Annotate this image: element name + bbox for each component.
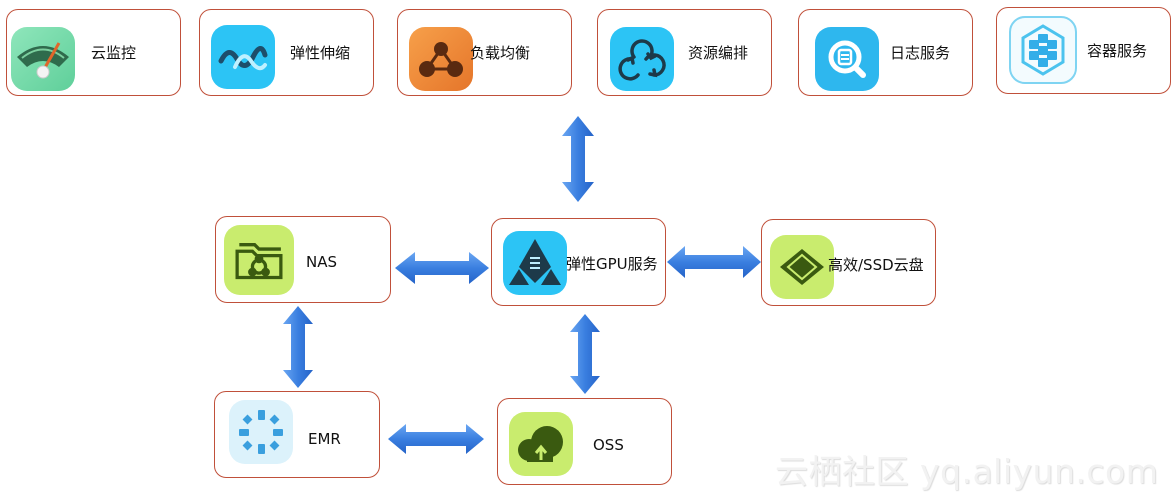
folder-share-icon [224,225,294,295]
arrow-gpu-to-oss [568,312,602,396]
node-nas[interactable]: NAS [215,216,391,303]
arrow-gpu-to-ssd [665,243,763,281]
node-load-balancer[interactable]: 负载均衡 [397,9,572,96]
arrow-emr-to-oss [386,421,486,457]
node-ssd-disk[interactable]: 高效/SSD云盘 [761,219,936,306]
gpu-triangle-icon [503,231,567,295]
node-label: 云监控 [91,44,137,62]
gauge-icon [11,27,75,91]
node-label: 弹性伸缩 [290,44,351,62]
node-emr[interactable]: EMR [214,391,380,478]
node-label: 弹性GPU服务 [566,255,658,273]
container-cubes-icon [1009,16,1077,84]
node-label: 资源编排 [688,44,749,62]
arrow-top-to-gpu [560,114,596,204]
node-auto-scaling[interactable]: 弹性伸缩 [199,9,374,96]
wave-icon [211,25,275,89]
node-label: 日志服务 [890,44,951,62]
node-container-service[interactable]: 容器服务 [996,7,1171,94]
node-log-service[interactable]: 日志服务 [798,9,973,96]
node-elastic-gpu[interactable]: 弹性GPU服务 [491,218,666,306]
arrow-nas-to-gpu [393,248,491,288]
spinner-icon [229,400,293,464]
node-resource-orchestration[interactable]: 资源编排 [597,9,772,96]
log-search-icon [815,27,879,91]
node-label: EMR [308,430,341,448]
node-label: 高效/SSD云盘 [828,256,924,274]
cloud-upload-icon [509,412,573,476]
node-cloud-monitor[interactable]: 云监控 [6,9,181,96]
node-label: OSS [593,436,624,454]
cycle-arrows-icon [610,27,674,91]
network-nodes-icon [409,27,473,91]
node-label: 负载均衡 [470,44,531,62]
watermark: 云栖社区 yq.aliyun.com [775,452,1159,491]
node-label: 容器服务 [1087,42,1148,60]
diamond-disk-icon [770,235,834,299]
node-label: NAS [306,253,338,271]
arrow-nas-to-emr [281,304,315,390]
node-oss[interactable]: OSS [497,398,672,485]
